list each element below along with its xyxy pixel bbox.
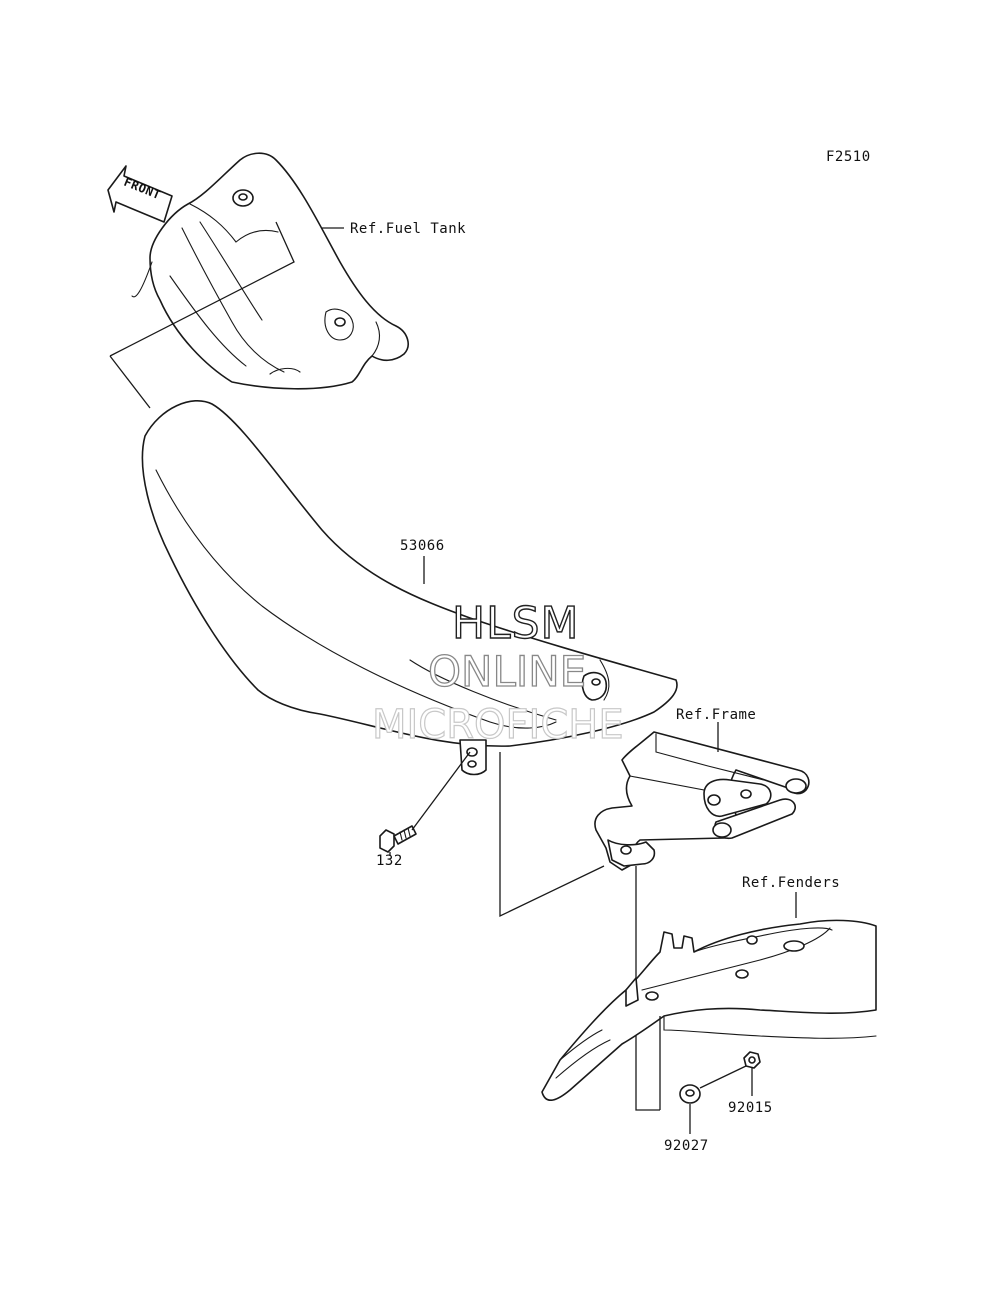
watermark-line2: ONLINE [428,647,586,696]
nut-part-number: 92015 [728,1100,773,1116]
figure-code: F2510 [826,149,871,165]
collar-92027 [679,1084,701,1104]
fuel-tank-label: Ref.Fuel Tank [350,221,466,237]
bolt-part-number: 132 [376,853,403,869]
front-arrow-icon: FRONT [107,165,173,223]
bolt-132 [379,825,417,853]
watermark-line3: MICROFICHE [372,702,624,748]
seat [141,400,678,776]
seat-part-number: 53066 [400,538,445,554]
rear-fender [541,919,877,1101]
nut-to-collar-line [699,1065,747,1089]
seat-mount-ref-line [499,752,605,918]
nut-92015 [743,1051,761,1069]
collar-part-number: 92027 [664,1138,709,1154]
frame-to-collar-line [635,866,660,1111]
watermark: HLSM ONLINE MICROFICHE [371,597,624,748]
frame [594,731,810,871]
frame-label: Ref.Frame [676,707,756,723]
fuel-tank-ref-line-2 [109,355,151,409]
fuel-tank-ref-line [109,221,295,357]
bolt-to-seat-line [411,751,471,831]
fenders-label: Ref.Fenders [742,875,840,891]
fuel-tank [131,152,409,390]
watermark-line1: HLSM [452,598,580,649]
